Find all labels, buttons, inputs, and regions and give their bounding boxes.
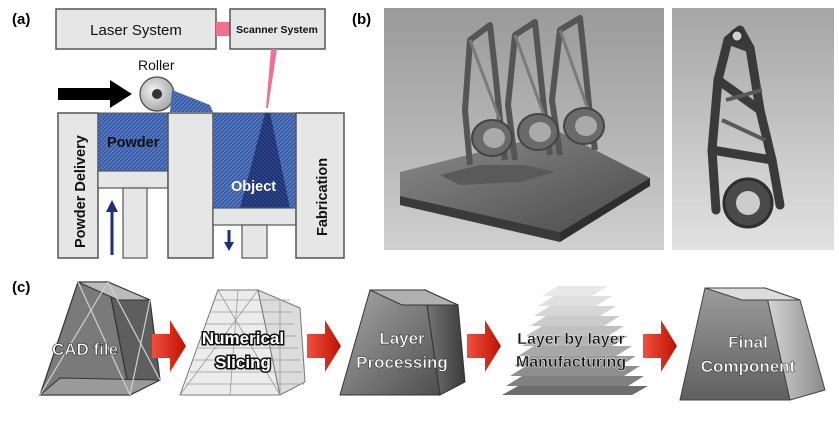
fabrication-wall [295,112,345,259]
powder-delivery-label: Powder Delivery [73,135,89,248]
powder-up-arrowhead [106,200,118,212]
powder-spread [170,90,213,112]
step-5-line1: Final [728,333,768,352]
roller-direction-arrow [58,80,132,108]
roller-label: Roller [138,57,175,73]
step-final-component: Final Component [679,287,826,401]
panel-a-label: (a) [12,11,30,28]
step-numerical-slicing: Numerical Slicing [179,289,306,396]
powder-piston [97,170,169,189]
laser-beam-connector [216,22,230,36]
laser-system-label: Laser System [90,22,182,39]
scanner-system-box [229,8,326,50]
fabrication-label: Fabrication [315,158,331,236]
arrow-step-1 [152,320,186,372]
step-layer-processing: Layer Processing [339,289,466,396]
step-2-line2: Slicing [215,353,271,372]
laser-beam [266,49,277,108]
step-1-line1: CAD file [52,340,118,359]
arrow-step-4 [643,320,677,372]
panel-a: (a) Laser System Scanner System Roller P… [12,8,345,259]
step-4-line2: Manufacturing [516,354,626,371]
object-label: Object [231,179,276,195]
object-part [240,113,290,208]
arrow-step-3 [467,320,501,372]
arrow-step-2 [307,320,341,372]
scanner-system-label: Scanner System [236,24,318,36]
step-3-line1: Layer [379,329,425,348]
step-2-line1: Numerical [202,329,284,348]
panel-c: (c) CAD file [12,279,826,401]
panel-b-label: (b) [352,11,371,28]
step-cad-file: CAD file [38,281,161,396]
middle-wall [167,112,214,259]
step-5-line2: Component [701,357,796,376]
fabrication-piston-rod [241,224,268,259]
powder-label: Powder [107,135,160,151]
fabrication-piston [212,207,297,226]
panel-b: (b) [352,8,834,250]
roller-axle [152,89,162,99]
fabrication-down-arrowhead [224,242,234,251]
panel-c-label: (c) [12,279,30,296]
step-4-line1: Layer by layer [517,331,625,348]
laser-system-box [55,8,217,50]
powder-piston-rod [122,187,148,259]
photo-build-plate [384,8,664,250]
step-layer-by-layer: Layer by layer Manufacturing [502,286,648,395]
photo-final-bracket [672,8,834,250]
step-3-line2: Processing [356,353,448,372]
powder-delivery-wall [57,112,99,259]
